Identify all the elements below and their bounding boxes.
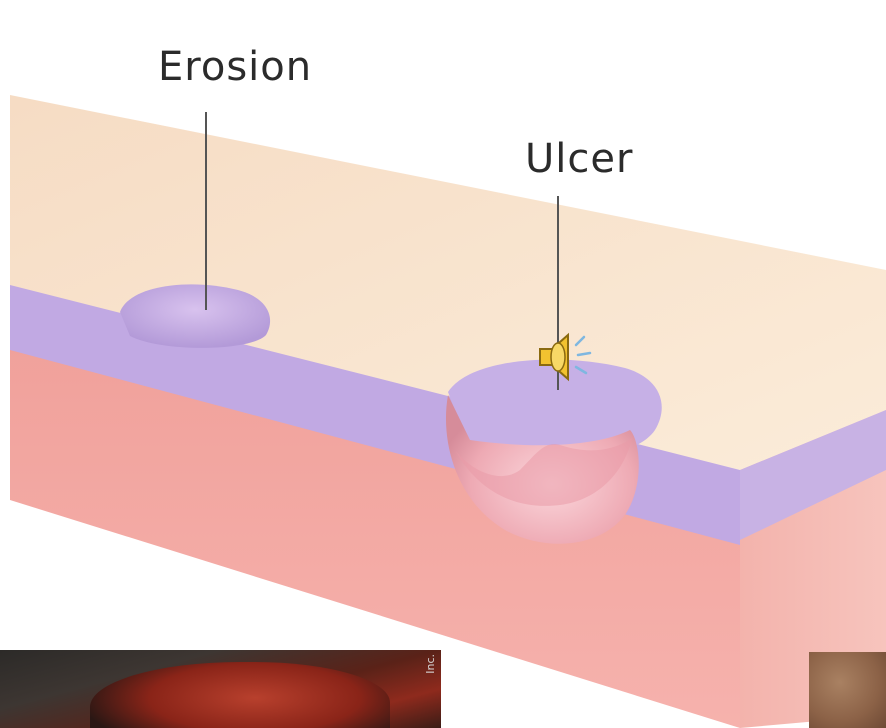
erosion-depression bbox=[120, 284, 270, 348]
wound-area bbox=[90, 662, 390, 728]
photo-credit: Inc. bbox=[424, 654, 437, 674]
skin-photo-right bbox=[809, 652, 886, 728]
wound-photo-left: Inc. bbox=[0, 650, 441, 728]
erosion-label: Erosion bbox=[158, 44, 312, 90]
ulcer-label: Ulcer bbox=[525, 136, 633, 182]
speaker-icon[interactable] bbox=[536, 327, 598, 387]
